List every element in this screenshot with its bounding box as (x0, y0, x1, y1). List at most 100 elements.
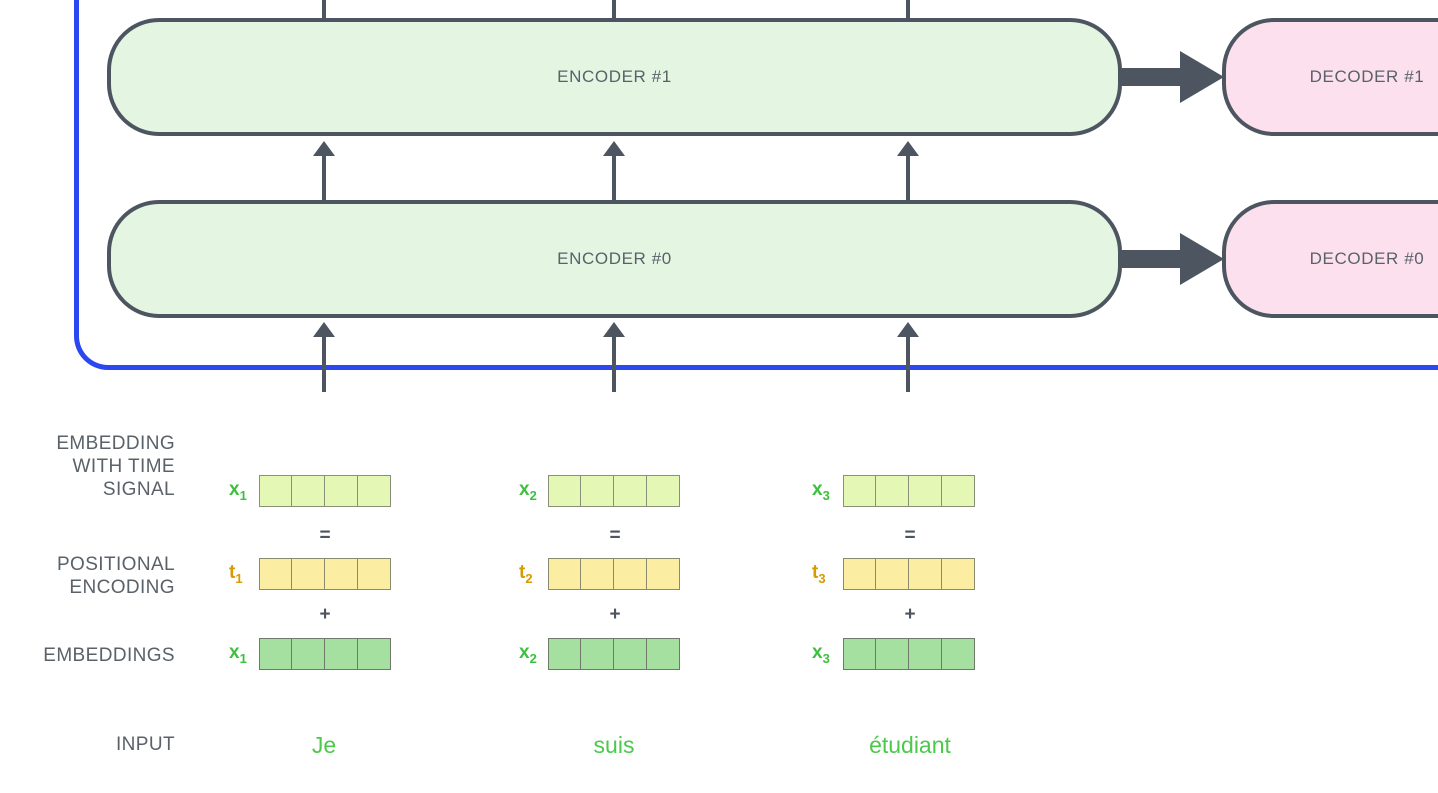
arrow-head (603, 322, 625, 337)
vector-positional-2 (548, 558, 680, 590)
vector-cell (292, 558, 325, 590)
encoder-block-1[interactable]: ENCODER #1 (107, 18, 1122, 136)
arrow-stem (1120, 250, 1182, 268)
vector-cell (548, 475, 581, 507)
tag-letter: x (812, 479, 823, 500)
vector-cell (259, 638, 292, 670)
vector-cell (292, 638, 325, 670)
operator-equals-2: = (609, 525, 621, 546)
tag-subscript: 1 (235, 570, 243, 586)
tag-subscript: 2 (529, 650, 537, 666)
encoder-block-0-label: ENCODER #0 (557, 249, 672, 268)
tag-subscript: 2 (525, 570, 533, 586)
row-label-embeddings: EMBEDDINGS (0, 644, 175, 667)
input-word-2: suis (593, 732, 635, 758)
encoder-block-1-label: ENCODER #1 (557, 67, 672, 86)
vector-cell (876, 558, 909, 590)
vector-cell (843, 475, 876, 507)
encoder0-to-encoder1-arrow-icon-2 (603, 141, 625, 203)
tag-subscript: 2 (529, 487, 537, 503)
vector-cell (909, 558, 942, 590)
vector-cell (325, 475, 358, 507)
vector-cell (325, 558, 358, 590)
encoder1-to-decoder1-arrow-icon (1120, 51, 1224, 103)
tag-letter: x (229, 479, 240, 500)
decoder-block-0[interactable]: DECODER #0 (1222, 200, 1438, 318)
vector-cell (942, 475, 975, 507)
tag-letter: x (519, 642, 530, 663)
row-label-line: POSITIONAL ENCODING (56, 554, 175, 598)
arrow-stem (612, 150, 616, 203)
arrow-head (1180, 233, 1224, 285)
vector-cell (358, 558, 391, 590)
vector-embedding-3 (843, 638, 975, 670)
operator-plus-1: + (319, 604, 331, 625)
vector-cell (581, 638, 614, 670)
encoder1-output-arrow-icon-2 (603, 0, 625, 20)
vector-cell (614, 475, 647, 507)
vector-tag-positional-2: t2 (519, 562, 533, 586)
tag-letter: t (229, 562, 236, 583)
vector-cell (876, 638, 909, 670)
tag-letter: t (519, 562, 526, 583)
vector-cell (581, 475, 614, 507)
arrow-head (897, 141, 919, 156)
vector-tag-embedding-2: x2 (519, 642, 537, 666)
vector-tag-positional-3: t3 (812, 562, 826, 586)
arrow-stem (322, 0, 326, 20)
decoder-block-0-label: DECODER #0 (1309, 249, 1425, 268)
vector-cell (581, 558, 614, 590)
row-label-line: EMBEDDINGS (43, 645, 175, 666)
vector-cell (614, 558, 647, 590)
tag-letter: x (519, 479, 530, 500)
row-label-positional-encoding: POSITIONAL ENCODING (0, 553, 175, 599)
arrow-stem (906, 0, 910, 20)
vector-cell (909, 638, 942, 670)
input-to-encoder0-arrow-icon-2 (603, 322, 625, 392)
vector-cell (909, 475, 942, 507)
vector-embedding-2 (548, 638, 680, 670)
vector-cell (358, 475, 391, 507)
arrow-stem (906, 331, 910, 392)
vector-tag-positional-1: t1 (229, 562, 243, 586)
vector-tag-time-signal-1: x1 (229, 479, 247, 503)
tag-letter: t (812, 562, 819, 583)
arrow-head (897, 322, 919, 337)
arrow-stem (322, 331, 326, 392)
vector-cell (647, 638, 680, 670)
operator-equals-1: = (319, 525, 331, 546)
input-word-1: Je (311, 732, 337, 758)
vector-positional-1 (259, 558, 391, 590)
input-to-encoder0-arrow-icon-3 (897, 322, 919, 392)
encoder-block-0[interactable]: ENCODER #0 (107, 200, 1122, 318)
encoder1-output-arrow-icon-3 (897, 0, 919, 20)
operator-equals-3: = (904, 525, 916, 546)
vector-time-signal-2 (548, 475, 680, 507)
arrow-head (313, 322, 335, 337)
decoder-block-1[interactable]: DECODER #1 (1222, 18, 1438, 136)
operator-plus-2: + (609, 604, 621, 625)
vector-cell (259, 558, 292, 590)
arrow-stem (612, 331, 616, 392)
vector-cell (843, 558, 876, 590)
vector-cell (325, 638, 358, 670)
tag-subscript: 3 (822, 650, 830, 666)
arrow-stem (906, 150, 910, 203)
tag-subscript: 3 (818, 570, 826, 586)
vector-tag-time-signal-3: x3 (812, 479, 830, 503)
encoder0-to-decoder0-arrow-icon (1120, 233, 1224, 285)
tag-letter: x (229, 642, 240, 663)
input-word-3: étudiant (869, 732, 951, 758)
arrow-head (313, 141, 335, 156)
vector-cell (548, 638, 581, 670)
encoder0-to-encoder1-arrow-icon-1 (313, 141, 335, 203)
vector-time-signal-3 (843, 475, 975, 507)
vector-positional-3 (843, 558, 975, 590)
vector-tag-embedding-3: x3 (812, 642, 830, 666)
vector-cell (548, 558, 581, 590)
vector-cell (292, 475, 325, 507)
arrow-stem (1120, 68, 1182, 86)
row-label-input: INPUT (116, 734, 175, 755)
tag-letter: x (812, 642, 823, 663)
